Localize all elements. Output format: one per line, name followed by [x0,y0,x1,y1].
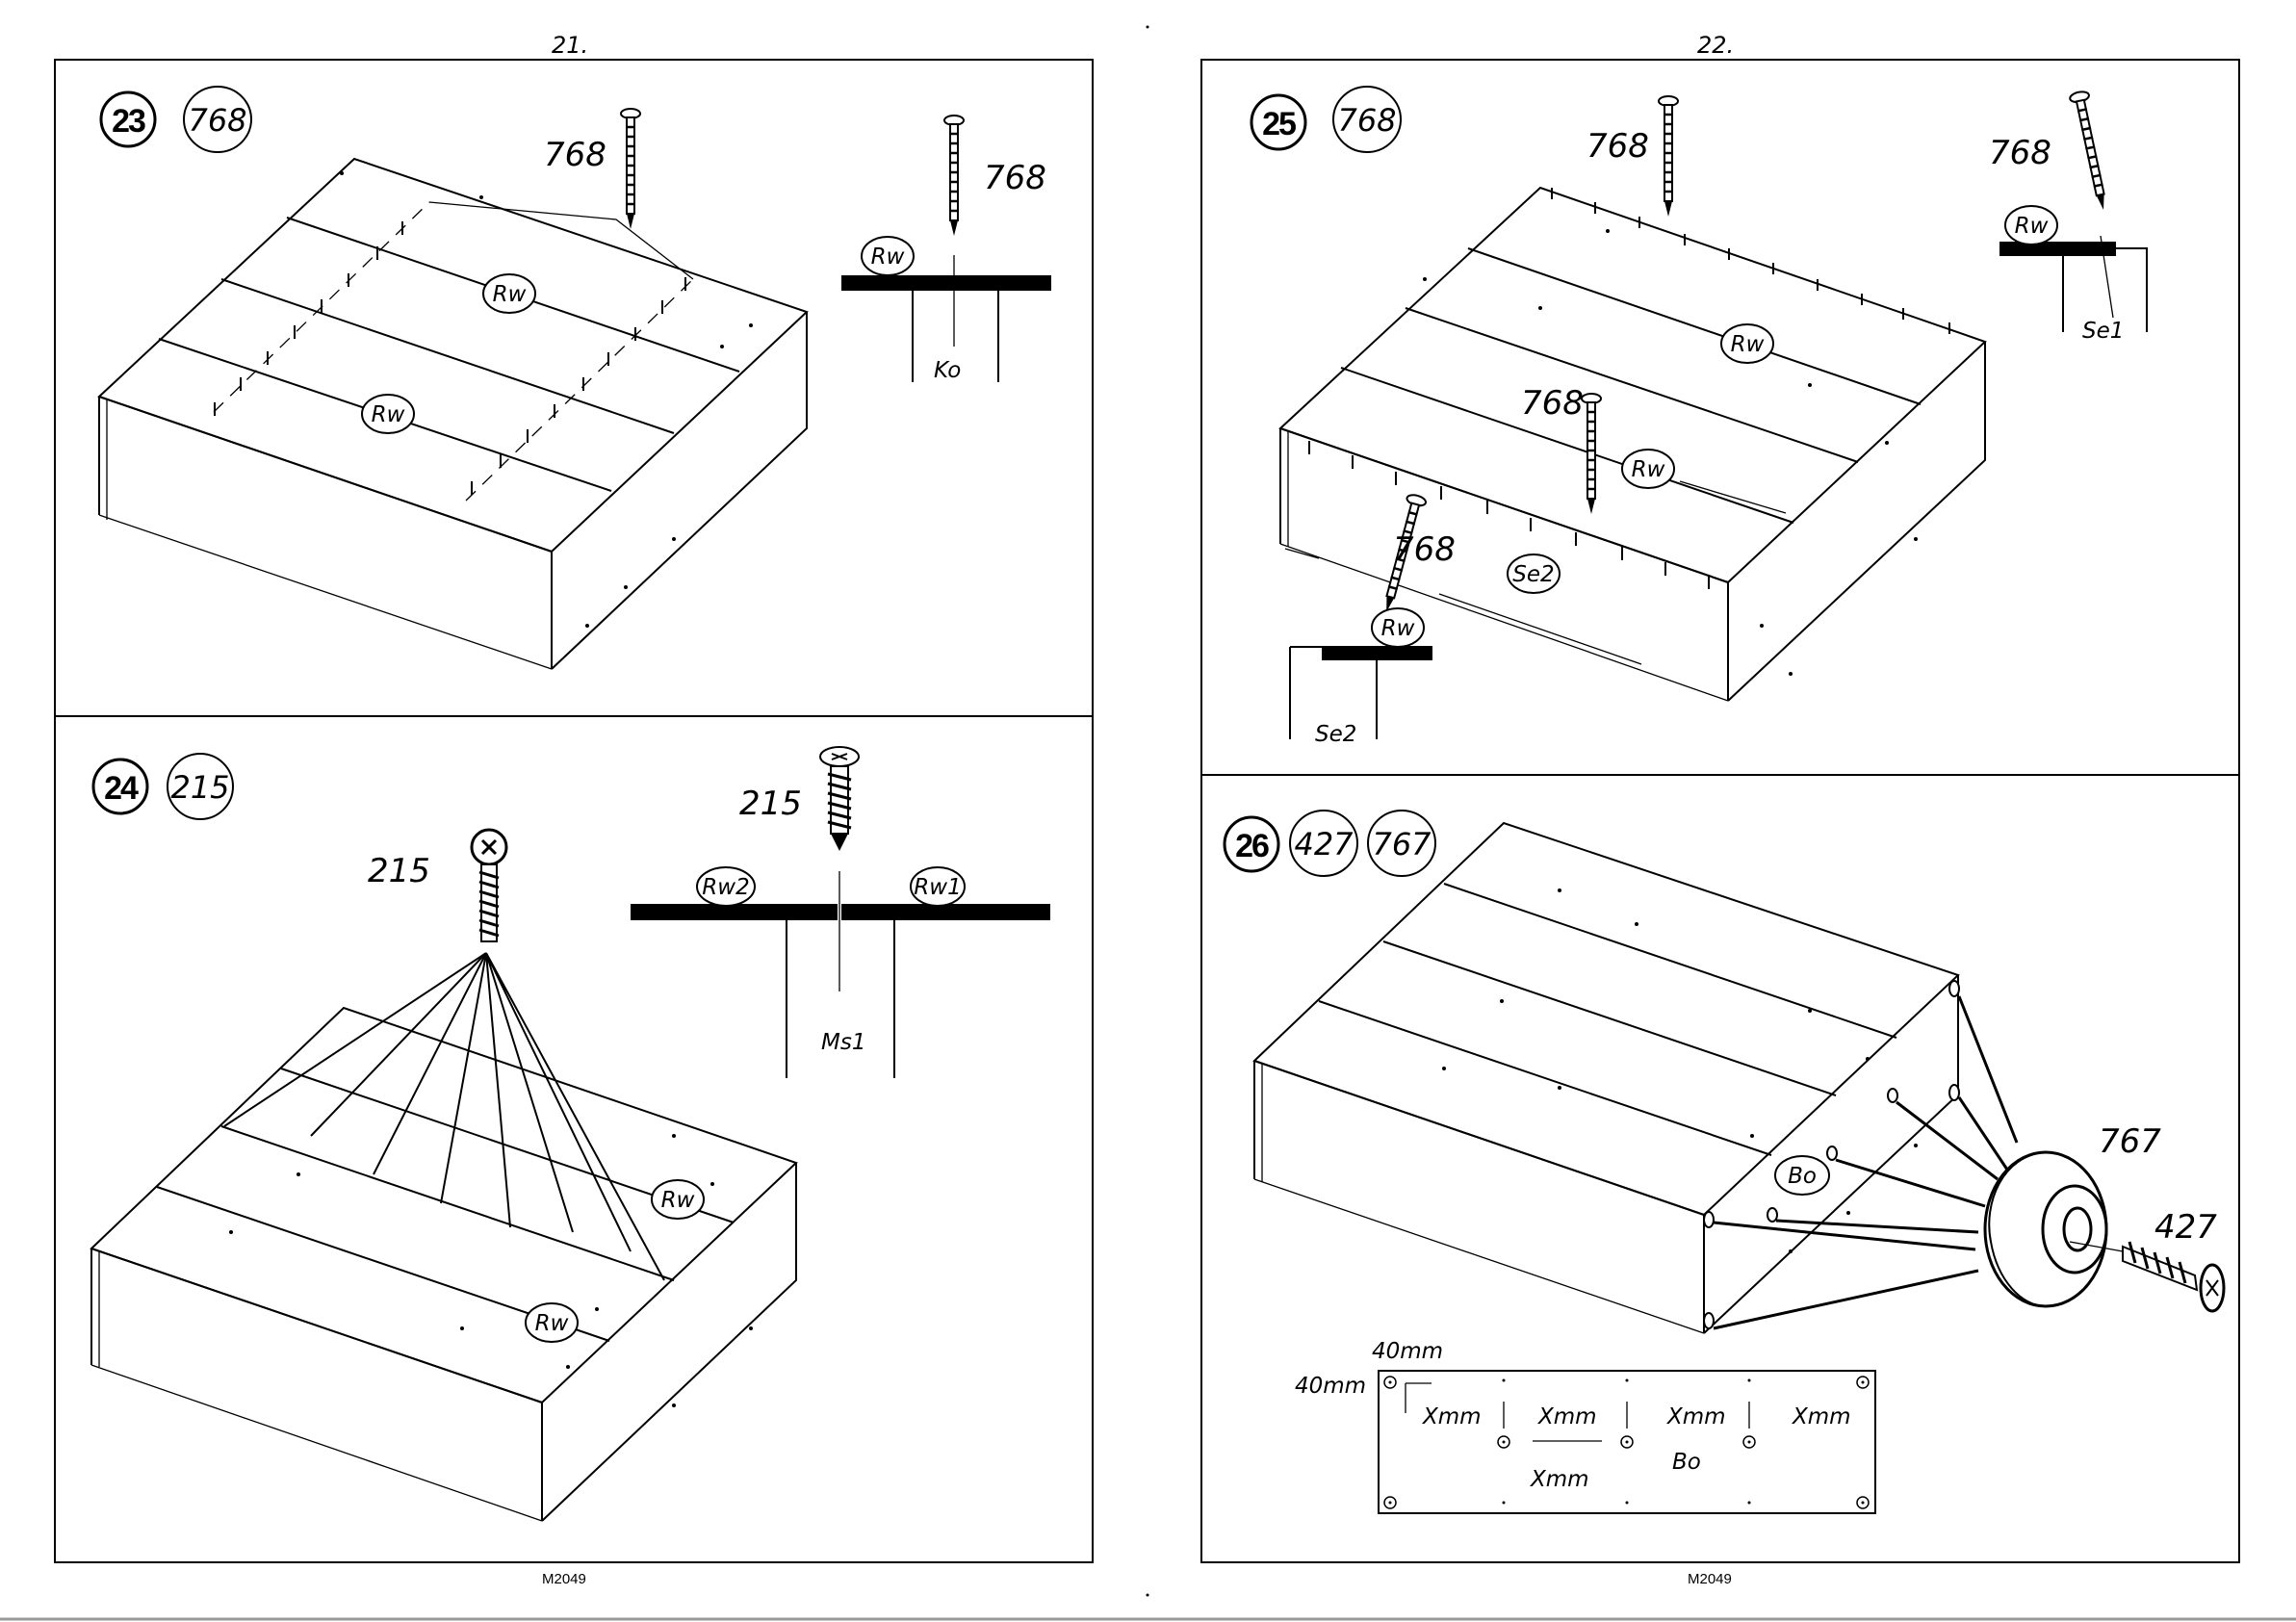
rw-label: Rw [493,282,527,307]
se1-label: Se1 [2082,319,2124,344]
screw-callout: 215 [368,852,430,890]
se2-detail-label: Se2 [1315,722,1356,747]
nail-callout: 768 [1587,127,1649,166]
screw-callout: 427 [2154,1208,2217,1247]
rw-label: Rw [1632,457,1665,482]
drawer-box [91,1008,796,1521]
center-dot [1147,1594,1149,1597]
rw-tag: Rw [652,1180,704,1219]
bo-tag: Bo [1775,1156,1829,1195]
nail-icon [621,109,640,229]
ms1-label: Ms1 [821,1030,865,1055]
rw1-tag: Rw1 [911,867,965,906]
rw-label: Rw [372,402,405,427]
rw-label: Rw [871,245,905,270]
part-number: 427 [1294,826,1354,862]
part-number: 767 [1372,826,1432,862]
nail-icon [1659,96,1678,217]
page-22-frame [1201,60,2239,1562]
rw-tag: Rw [362,395,414,433]
se2-label: Se2 [1512,562,1554,587]
rw1-label: Rw1 [914,875,961,900]
nail-callout: 768 [544,136,606,174]
drawer-box [99,159,807,669]
page-number: 22. [1697,32,1734,59]
part-number: 215 [170,769,229,806]
x-dimension: Xmm [1537,1404,1597,1429]
x-dimension: Xmm [1792,1404,1851,1429]
foot-icon [1985,1152,2106,1306]
dim-top: 40mm [1372,1339,1443,1364]
page-code: M2049 [542,1571,586,1587]
x-dimension: Xmm [1422,1404,1482,1429]
part-number: 768 [1337,102,1396,139]
fastening-lines [224,953,664,1280]
ko-label: Ko [934,358,961,383]
page-number: 21. [552,32,588,59]
detail-view: 768 Rw Ko [841,116,1051,383]
step-number: 25 [1262,106,1296,142]
rw-label: Rw [2015,214,2049,239]
nail-icon [2069,90,2113,212]
rw-tag: Rw [2005,206,2057,245]
detail-view: 768 Rw Se1 [1989,90,2147,344]
bo-label: Bo [1788,1164,1817,1189]
plate-bo-label: Bo [1672,1450,1701,1475]
rw-label: Rw [535,1311,569,1336]
dim-left: 40mm [1295,1374,1366,1399]
part-number: 768 [188,102,246,139]
screw-icon [472,830,506,941]
step-23: 23 768 768 Rw Rw 768 Rw Ko [99,87,1051,669]
step-number: 24 [104,770,139,807]
step-25: 25 768 768 768 Rw Rw Se2 768 [1251,87,2147,747]
screw-icon [820,747,859,851]
rw-tag: Rw [483,274,535,313]
step-number: 23 [112,103,145,140]
nail-callout: 768 [1521,384,1584,423]
rw-label: Rw [661,1188,695,1213]
step-number: 26 [1235,828,1269,864]
center-dot [1147,26,1149,29]
step-24: 24 215 215 Rw Rw [91,747,1050,1521]
nail-icon [944,116,964,236]
rw-tag: Rw [1721,324,1773,363]
x-dimension: Xmm [1530,1467,1589,1492]
rw-tag: Rw [526,1303,578,1342]
page-22: 22. M2049 [1201,32,2239,1587]
detail-view: 768 Rw Se2 [1290,493,1456,747]
foot-position-plate: 40mm 40mm Xmm Xmm Xmm Xmm Xmm Bo [1295,1339,1875,1513]
nail-callout: 768 [984,159,1046,197]
screw-callout: 215 [739,785,802,823]
se2-tag: Se2 [1508,554,1560,593]
rw2-label: Rw2 [702,875,749,900]
nail-callout: 768 [1989,134,2051,172]
page-code: M2049 [1688,1571,1732,1587]
step-26: 26 427 767 Bo [1225,811,2224,1513]
foot-callout: 767 [2099,1122,2161,1161]
drawer-box [1254,823,1959,1333]
rw-tag: Rw [1372,608,1424,647]
rw-tag: Rw [1622,450,1674,488]
detail-view: 215 Rw2 Rw1 Ms1 [631,747,1050,1078]
rw-label: Rw [1731,332,1765,357]
rw2-tag: Rw2 [697,867,755,906]
x-dimension: Xmm [1666,1404,1726,1429]
nail-icon [1582,394,1601,514]
rw-tag: Rw [862,237,914,275]
rw-label: Rw [1381,616,1415,641]
nail-callout: 768 [1393,530,1456,569]
